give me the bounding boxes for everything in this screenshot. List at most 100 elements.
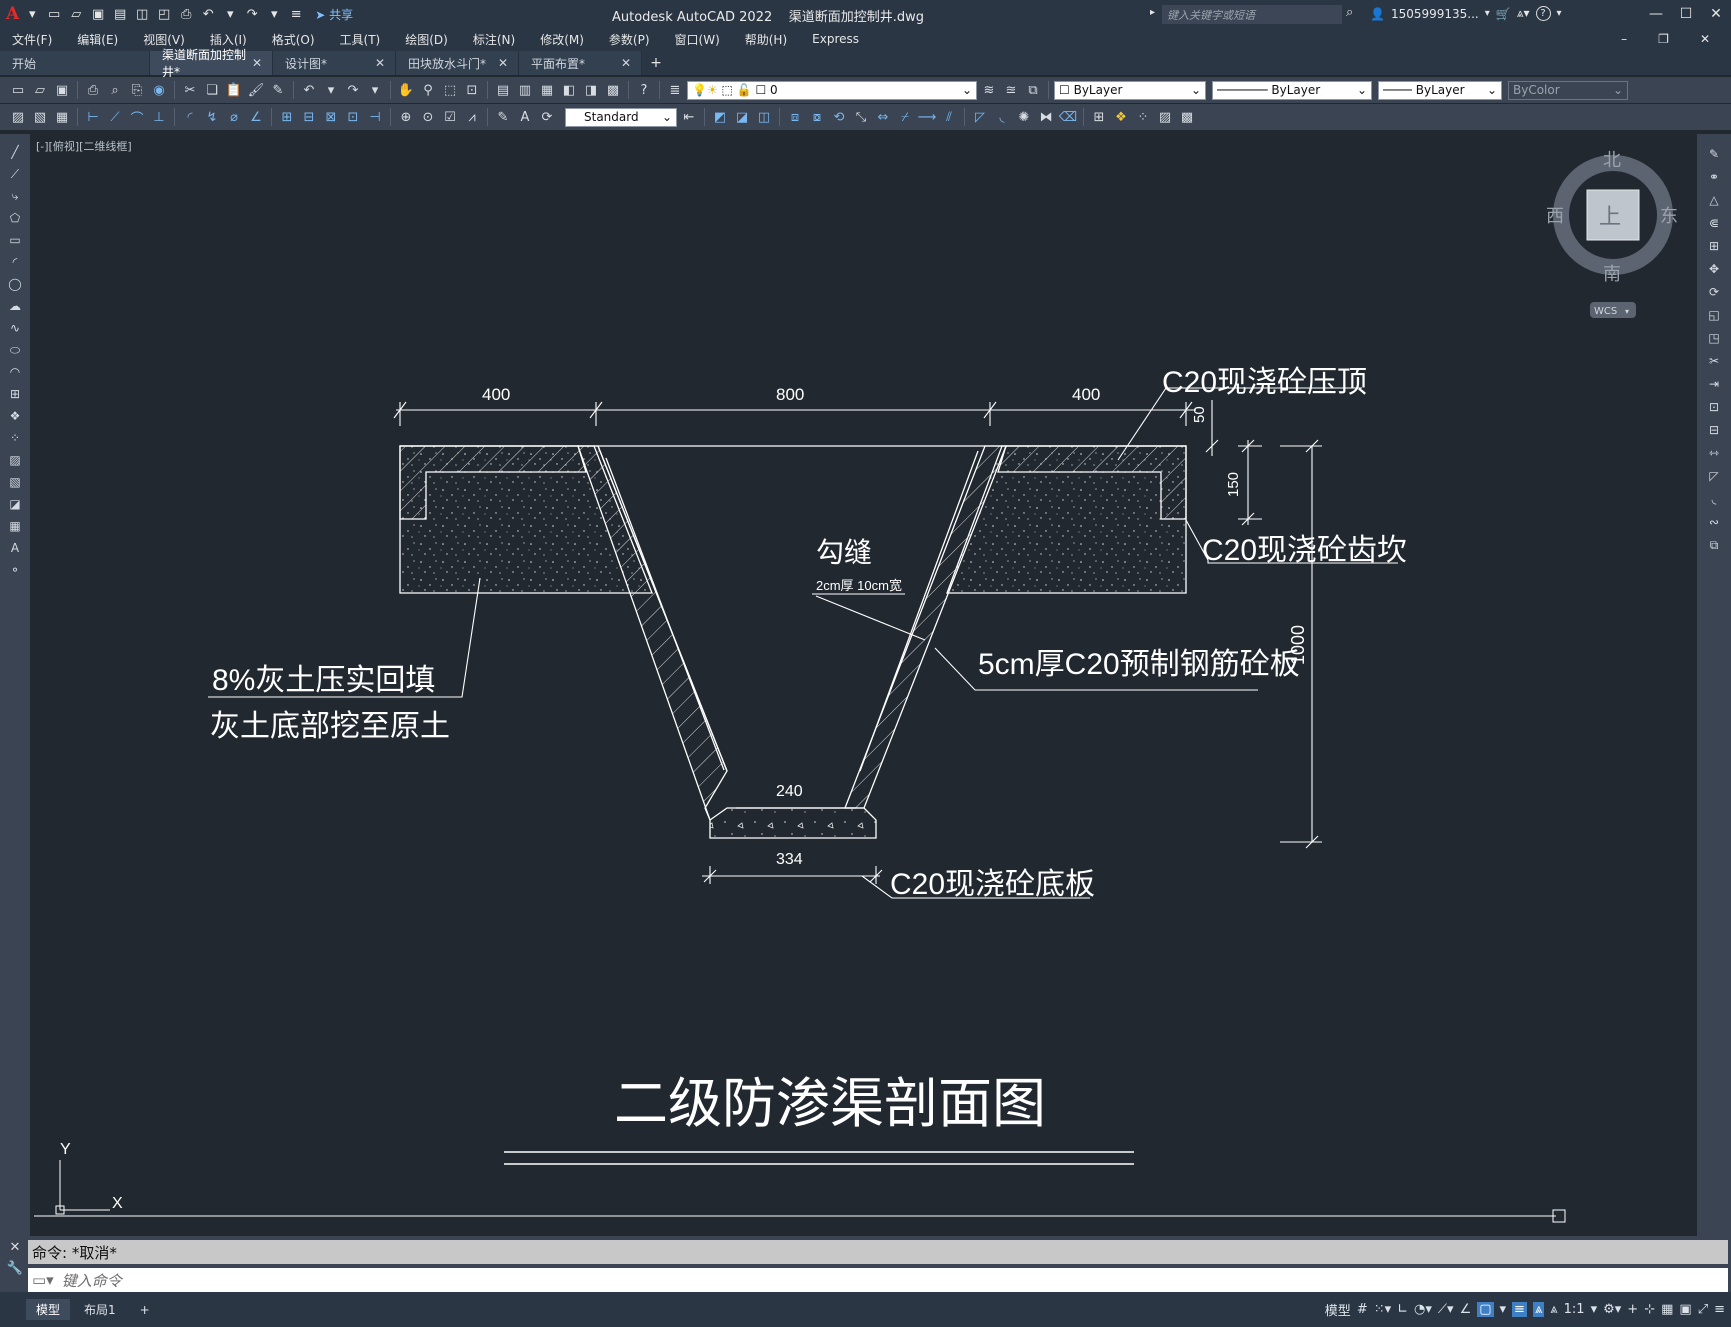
add-icon[interactable]: + [1627, 1302, 1639, 1317]
hatch-icon[interactable]: ▨ [9, 453, 21, 467]
insert-block-icon[interactable]: ⊞ [9, 387, 21, 401]
mirror-icon[interactable]: ◫ [757, 109, 771, 125]
rotate-icon[interactable]: ⟲ [833, 109, 845, 125]
gradient-icon[interactable]: ▩ [1180, 109, 1194, 125]
baseline-dim-icon[interactable]: ⊟ [303, 109, 315, 125]
ellipse-icon[interactable]: ⬭ [9, 342, 21, 357]
insert-block-icon[interactable]: ⊞ [1093, 109, 1105, 125]
dim-text-edit-icon[interactable]: A [520, 109, 530, 125]
quick-dim-icon[interactable]: ⊞ [281, 109, 293, 125]
model-viewport[interactable] [30, 134, 1697, 1236]
construction-line-icon[interactable]: ⟋ [10, 166, 20, 181]
continue-dim-icon[interactable]: ⊠ [325, 109, 337, 125]
menu-view[interactable]: 视图(V) [143, 32, 185, 47]
annotation-scale[interactable]: 1:1 [1563, 1302, 1585, 1317]
explode-icon[interactable]: ✺ [1018, 109, 1030, 125]
markup-icon[interactable]: ◨ [584, 82, 598, 98]
polygon-icon[interactable]: ⬠ [9, 211, 21, 225]
menu-parametric[interactable]: 参数(P) [608, 32, 650, 47]
menu-dimension[interactable]: 标注(N) [472, 32, 516, 47]
new-file-icon[interactable]: ▭ [48, 6, 61, 22]
graphics-performance-icon[interactable]: ▣ [1679, 1302, 1692, 1317]
viewcube-top-face[interactable]: 上 [1599, 205, 1621, 230]
save-icon[interactable]: ▣ [92, 6, 105, 22]
layer-match-icon[interactable]: ▨ [11, 109, 25, 125]
gradient-icon[interactable]: ▧ [9, 475, 21, 489]
viewcube-west[interactable]: 西 [1546, 206, 1564, 227]
explode-icon[interactable]: ⧉ [1709, 537, 1719, 552]
erase-icon[interactable]: ✎ [1708, 147, 1720, 161]
open-icon[interactable]: ▱ [35, 82, 45, 98]
save-web-icon[interactable]: ◰ [158, 6, 171, 22]
trim-icon[interactable]: ✂ [1708, 354, 1720, 368]
jogged-dim-icon[interactable]: ↯ [206, 109, 218, 125]
design-center-icon[interactable]: ▥ [518, 82, 532, 98]
user-account[interactable]: 👤 1505999135... ▾ 🛒 ⩓▾ ? ▾ [1370, 6, 1562, 21]
zoom-previous-icon[interactable]: ⊡ [466, 82, 478, 98]
redo-dropdown-icon[interactable]: ▾ [371, 82, 379, 98]
linetype-dropdown[interactable]: ─────── ByLayer ⌄ [1212, 80, 1372, 100]
customize-status-icon[interactable]: ≡ [1714, 1302, 1725, 1317]
ortho-icon[interactable]: ∟ [1397, 1302, 1409, 1317]
quick-properties-icon[interactable]: ▦ [1661, 1302, 1674, 1317]
menu-modify[interactable]: 修改(M) [540, 32, 584, 47]
undo-dropdown-icon[interactable]: ▾ [327, 82, 335, 98]
units-icon[interactable]: ⊹ [1644, 1302, 1656, 1317]
save-icon[interactable]: ▣ [55, 82, 69, 98]
tab-channel-section[interactable]: 渠道断面加控制井*✕ [150, 48, 273, 79]
tool-palettes-icon[interactable]: ▦ [540, 82, 554, 98]
properties-icon[interactable]: ▤ [496, 82, 510, 98]
blend-curves-icon[interactable]: ∾ [1708, 515, 1720, 529]
jogged-linear-icon[interactable]: ⩘ [468, 109, 476, 125]
doc-close-icon[interactable]: ✕ [1699, 32, 1710, 46]
scale-dropdown-icon[interactable]: ▾ [1590, 1302, 1598, 1317]
tab-close-icon[interactable]: ✕ [251, 56, 262, 70]
tolerance-icon[interactable]: ⊕ [400, 109, 412, 125]
zoom-window-icon[interactable]: ⬚ [443, 82, 457, 98]
chamfer-icon[interactable]: ◸ [1709, 469, 1719, 483]
model-space-button[interactable]: 模型 [1324, 1304, 1351, 1319]
make-block-icon[interactable]: ❖ [1115, 109, 1127, 125]
array-icon[interactable]: ⧇ [812, 109, 822, 125]
save-as-icon[interactable]: ▤ [114, 6, 127, 22]
line-icon[interactable]: ╱ [11, 145, 19, 159]
trim-icon[interactable]: ⌿ [901, 109, 909, 125]
fillet-icon[interactable]: ◟ [1711, 492, 1717, 506]
point-icon[interactable]: ⁘ [1137, 109, 1149, 125]
doc-restore-icon[interactable]: ❐ [1658, 32, 1669, 46]
scale-icon[interactable]: ◱ [1708, 308, 1720, 322]
revision-cloud-icon[interactable]: ☁ [9, 299, 21, 313]
tab-start[interactable]: 开始 [0, 51, 150, 75]
layout-tab-layout1[interactable]: 布局1 [84, 1303, 116, 1317]
layer-previous-icon[interactable]: ≊ [1005, 82, 1017, 98]
angular-dim-icon[interactable]: ∠ [250, 109, 262, 125]
grip-square[interactable] [1552, 1209, 1566, 1223]
zoom-realtime-icon[interactable]: ⚲ [423, 82, 433, 98]
lineweight-icon[interactable]: ≡ [1512, 1302, 1527, 1317]
move-icon[interactable]: ✥ [1708, 262, 1720, 276]
customize-qat-icon[interactable]: ≡ [290, 6, 302, 22]
add-layout-icon[interactable]: + [139, 1302, 150, 1317]
offset-icon[interactable]: ⧈ [790, 109, 800, 125]
mirror-icon[interactable]: △ [1709, 193, 1719, 207]
app-menu-chevron-icon[interactable]: ▾ [28, 6, 36, 22]
qnew-icon[interactable]: ▭ [11, 82, 25, 98]
search-icon[interactable]: ⌕ [1346, 5, 1354, 20]
erase-icon[interactable]: ⌫ [1058, 109, 1078, 125]
close-icon[interactable]: ✕ [1710, 6, 1722, 22]
menu-express[interactable]: Express [812, 32, 859, 46]
dim-space-icon[interactable]: ⊡ [347, 109, 359, 125]
annotation-visibility-icon[interactable]: ⩓ [1532, 1302, 1545, 1317]
tab-field-gate[interactable]: 田块放水斗门*✕ [396, 51, 519, 75]
viewcube-north[interactable]: 北 [1603, 150, 1621, 171]
multiline-text-icon[interactable]: A [10, 541, 20, 555]
plotstyle-dropdown[interactable]: ByColor ⌄ [1508, 80, 1628, 100]
extend-icon[interactable]: ⇥ [1708, 377, 1720, 391]
help-dropdown-icon[interactable]: ▾ [1556, 8, 1562, 19]
viewcube-south[interactable]: 南 [1603, 264, 1621, 285]
wcs-menu[interactable]: WCS [1594, 306, 1617, 317]
autocad-logo[interactable]: A [6, 4, 20, 24]
sheet-set-icon[interactable]: ◧ [562, 82, 576, 98]
paste-icon[interactable]: 📋 [225, 82, 243, 98]
redo-icon[interactable]: ↷ [246, 6, 258, 22]
